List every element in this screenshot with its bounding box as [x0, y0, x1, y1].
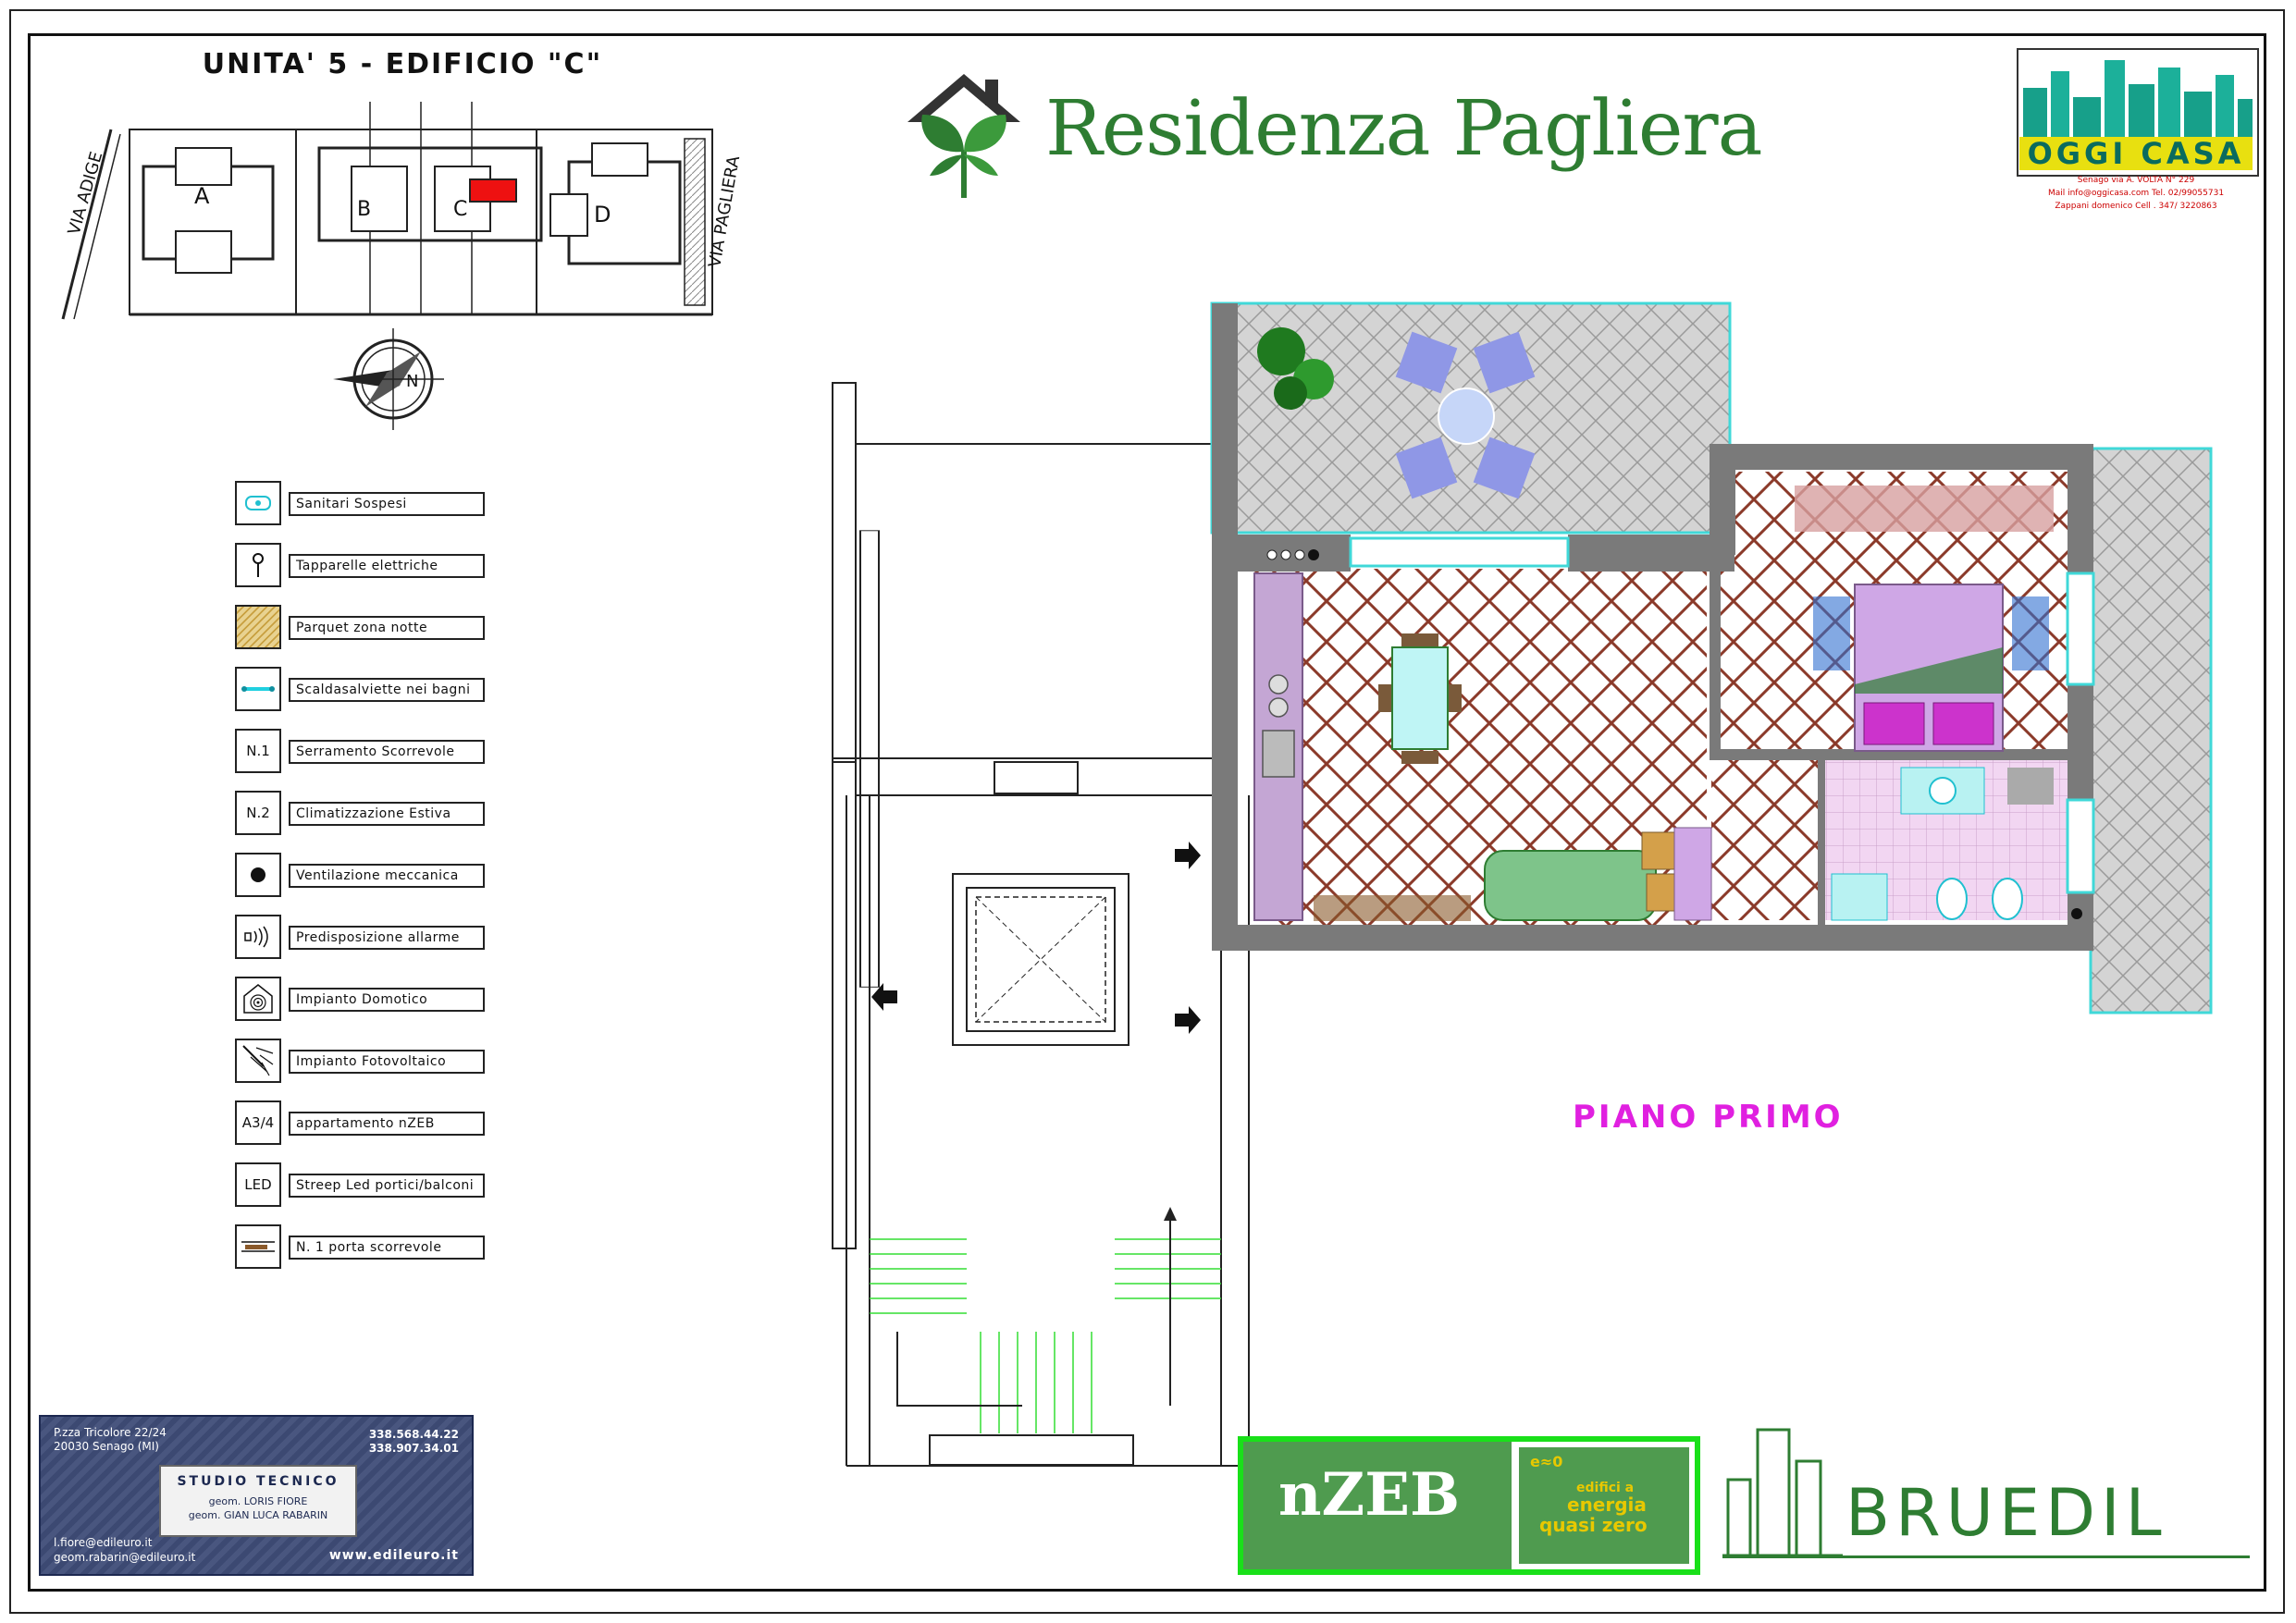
outer-frame	[9, 9, 2285, 1614]
building-d: D	[549, 142, 682, 265]
studio-name-1: geom. LORIS FIORE	[208, 1495, 308, 1507]
alarm-speaker-icon	[235, 915, 281, 959]
floor-plan	[832, 301, 2213, 1467]
legend-row: Impianto Domotico	[235, 977, 512, 1023]
solar-panel-icon	[235, 1039, 281, 1083]
unit-title: UNITA' 5 - EDIFICIO "C"	[202, 48, 603, 80]
legend-label: appartamento nZEB	[289, 1112, 485, 1136]
legend-label: Impianto Fotovoltaico	[289, 1050, 485, 1074]
studio-address-line-2: 20030 Senago (MI)	[54, 1440, 159, 1453]
bruedil-buildings-icon	[1722, 1428, 1843, 1557]
legend-symbol: N.1	[235, 729, 281, 773]
site-plan: A B C D VIA ADIGE VIA PAGLIERA N	[61, 102, 740, 430]
studio-name-2: geom. GIAN LUCA RABARIN	[188, 1509, 328, 1521]
builder-underline	[1722, 1555, 2250, 1558]
studio-title: STUDIO TECNICO	[177, 1474, 339, 1489]
studio-tecnico-card: P.zza Tricolore 22/24 20030 Senago (MI) …	[39, 1415, 474, 1576]
apartment	[1210, 301, 2213, 1014]
stair-treads	[870, 1207, 1221, 1433]
studio-email-1: l.fiore@edileuro.it	[54, 1536, 153, 1549]
legend-label: Parquet zona notte	[289, 616, 485, 640]
sliding-door-icon	[235, 1224, 281, 1269]
legend-label: Predisposizione allarme	[289, 926, 485, 950]
street-via-pagliera: VIA PAGLIERA	[705, 154, 740, 269]
agency-line-1: Senago via A. VOLTA N° 229	[2077, 176, 2195, 185]
building-label-d: D	[594, 202, 611, 227]
unit-highlight	[469, 178, 517, 203]
legend-row: Sanitari Sospesi	[235, 481, 512, 527]
studio-phone-2: 338.907.34.01	[368, 1442, 459, 1455]
legend-row: LED Streep Led portici/balconi	[235, 1162, 512, 1209]
nzeb-text: nZEB	[1278, 1460, 1461, 1530]
legend-row: N. 1 porta scorrevole	[235, 1224, 512, 1271]
home-automation-icon	[235, 977, 281, 1021]
builder-name: BRUEDIL	[1845, 1475, 2167, 1551]
plant-icon	[1257, 327, 1334, 410]
legend-label: Streep Led portici/balconi	[289, 1174, 485, 1198]
nzeb-energy-symbol: e≈0	[1530, 1453, 1563, 1470]
nzeb-tagline-1: edifici a	[1576, 1481, 1635, 1495]
agency-line-2: Mail info@oggicasa.com Tel. 02/99055731	[2047, 189, 2225, 198]
agency-line-3: Zappani domenico Cell . 347/ 3220863	[2055, 202, 2217, 211]
legend-row: Scaldasalviette nei bagni	[235, 667, 512, 713]
hallway-floor	[1711, 758, 1822, 920]
exit-arrow-icon	[871, 983, 897, 1011]
compass-icon: N	[333, 328, 444, 430]
building-a: A	[142, 147, 275, 274]
entry-arrow-icon	[1175, 1006, 1201, 1034]
building-label-a: A	[194, 183, 210, 209]
floor-label: PIANO PRIMO	[1573, 1099, 1844, 1136]
nzeb-energy-panel-inner	[1519, 1447, 1689, 1564]
legend-row: A3/4 appartamento nZEB	[235, 1100, 512, 1147]
nzeb-tagline-3: quasi zero	[1539, 1514, 1648, 1536]
legend-row: N.2 Climatizzazione Estiva	[235, 791, 512, 837]
studio-emails: l.fiore@edileuro.it geom.rabarin@edileur…	[54, 1535, 195, 1565]
legend-label: Sanitari Sospesi	[289, 492, 485, 516]
legend-symbol: A3/4	[235, 1100, 281, 1145]
legend-row: Parquet zona notte	[235, 605, 512, 651]
legend-label: Serramento Scorrevole	[289, 740, 485, 764]
legend-row: Predisposizione allarme	[235, 915, 512, 961]
legend-label: N. 1 porta scorrevole	[289, 1236, 485, 1260]
studio-phones: 338.568.44.22 338.907.34.01	[369, 1428, 459, 1456]
studio-name-card: STUDIO TECNICO geom. LORIS FIORE geom. G…	[159, 1465, 357, 1537]
terrace-east	[2089, 447, 2213, 1014]
studio-phone-1: 338.568.44.22	[368, 1428, 459, 1441]
building-label-b: B	[357, 198, 371, 221]
agency-contact: Senago via A. VOLTA N° 229 Mail info@ogg…	[2017, 174, 2255, 213]
street-via-adige: VIA ADIGE	[65, 150, 107, 238]
ventilation-dot-icon	[235, 853, 281, 897]
legend-row: Ventilazione meccanica	[235, 853, 512, 899]
building-b-c: B C	[317, 146, 543, 242]
suspended-sanitary-icon	[235, 481, 281, 525]
studio-address-line-1: P.zza Tricolore 22/24	[54, 1426, 167, 1439]
city-skyline-icon	[2019, 51, 2254, 140]
legend-row: N.1 Serramento Scorrevole	[235, 729, 512, 775]
residenza-leaf-logo	[907, 74, 1020, 198]
legend-label: Impianto Domotico	[289, 988, 485, 1012]
legend-label: Climatizzazione Estiva	[289, 802, 485, 826]
building-label-c: C	[453, 198, 467, 221]
nzeb-tagline-2: energia	[1567, 1494, 1647, 1516]
legend-row: Impianto Fotovoltaico	[235, 1039, 512, 1085]
studio-address: P.zza Tricolore 22/24 20030 Senago (MI)	[54, 1426, 167, 1454]
legend-row: Tapparelle elettriche	[235, 543, 512, 589]
studio-website: www.edileuro.it	[328, 1548, 459, 1563]
legend-symbol: N.2	[235, 791, 281, 835]
drawing-frame	[28, 33, 2266, 1592]
agency-name: OGGI CASA	[2019, 137, 2253, 170]
legend-label: Tapparelle elettriche	[289, 554, 485, 578]
studio-email-2: geom.rabarin@edileuro.it	[54, 1551, 196, 1564]
common-stairwell	[832, 382, 1250, 1467]
legend-label: Ventilazione meccanica	[289, 864, 485, 888]
nzeb-badge: nZEB e≈0 edifici a energia quasi zero	[1238, 1436, 1700, 1575]
towel-warmer-icon	[235, 667, 281, 711]
electric-shutter-icon	[235, 543, 281, 587]
compass-north-label: N	[406, 372, 418, 391]
parquet-icon	[235, 605, 281, 649]
legend-symbol: LED	[235, 1162, 281, 1207]
entry-arrow-icon	[1175, 842, 1201, 869]
brand-title: Residenza Pagliera	[1045, 85, 1762, 173]
legend-label: Scaldasalviette nei bagni	[289, 678, 485, 702]
